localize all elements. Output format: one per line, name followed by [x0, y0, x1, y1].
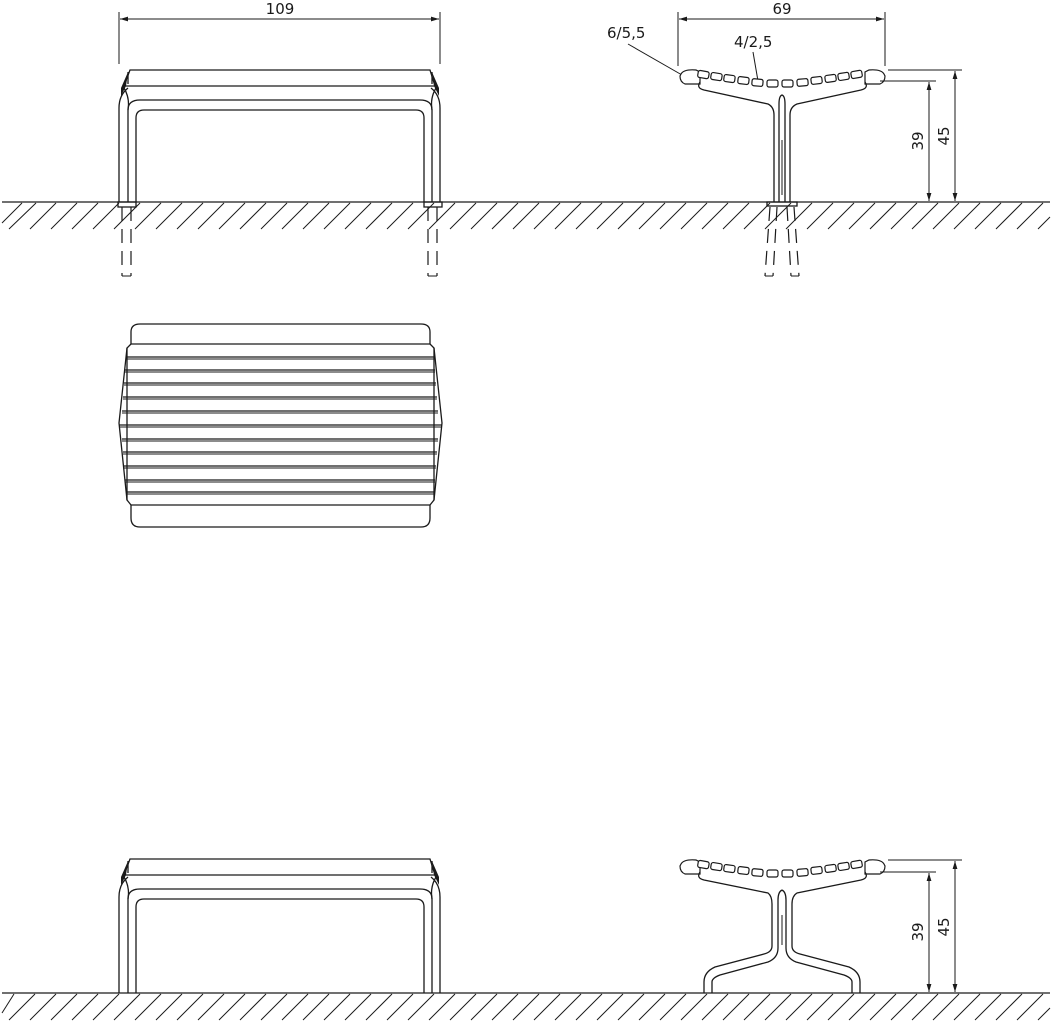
slat-callouts: 6/5,5 4/2,5 — [607, 24, 772, 82]
dimension-length: 109 — [118, 0, 441, 64]
end-slat-label: 6/5,5 — [607, 24, 645, 42]
dimension-depth-label: 69 — [772, 0, 791, 18]
mid-slat-label: 4/2,5 — [734, 33, 772, 51]
seat-height-label: 39 — [909, 131, 927, 150]
dimension-length-label: 109 — [266, 0, 295, 18]
seat-height-label-bottom: 39 — [909, 922, 927, 941]
dimension-heights-bottom: 39 45 — [880, 859, 962, 992]
ground-hatching-bottom — [1, 993, 1051, 1021]
top-view — [118, 323, 443, 528]
front-view-anchored: 109 — [117, 0, 443, 277]
ground-hatching-top — [1, 202, 1051, 230]
dimension-heights-top: 39 45 — [880, 69, 962, 201]
seat-slats — [679, 69, 886, 88]
side-view-surface: 39 45 — [679, 859, 962, 993]
overall-height-label-bottom: 45 — [935, 917, 953, 936]
overall-height-label: 45 — [935, 126, 953, 145]
seat-slats-surface — [679, 859, 886, 878]
dimension-depth: 69 — [677, 0, 886, 66]
side-view-anchored: 69 6/5,5 4/2,5 — [607, 0, 962, 277]
anchors-side — [764, 206, 800, 277]
ground-line-bottom — [1, 992, 1051, 1021]
ground-line-top — [1, 201, 1051, 230]
front-view-surface — [118, 858, 441, 993]
seat-slat-lines — [119, 356, 442, 495]
